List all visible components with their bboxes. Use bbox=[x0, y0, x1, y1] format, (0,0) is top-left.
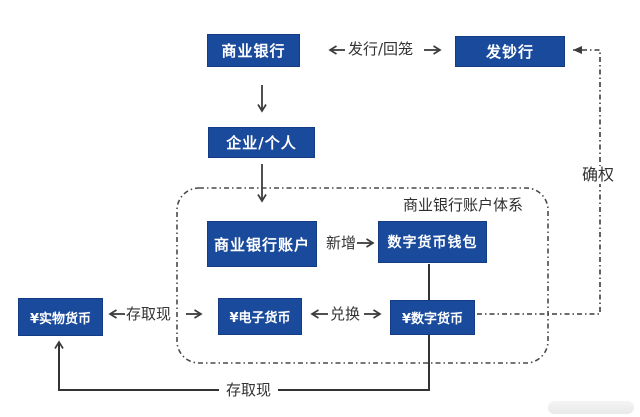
edge-label-exchange: 兑换 bbox=[330, 305, 361, 323]
edge-label-deposit-withdraw-bottom: 存取现 bbox=[219, 382, 279, 399]
account-system-container bbox=[176, 187, 549, 364]
node-enterprise-individual: 企业/个人 bbox=[208, 127, 315, 158]
edge-label-confirm-rights: 确权 bbox=[580, 165, 617, 184]
node-digital-currency-wallet: 数字货币钱包 bbox=[378, 221, 487, 263]
edge-label-issue-withdraw: 发行/回笼 bbox=[348, 40, 414, 58]
node-commercial-bank-account: 商业银行账户 bbox=[207, 221, 317, 267]
node-physical-currency: ¥实物货币 bbox=[18, 298, 103, 336]
background-artifact bbox=[548, 401, 634, 414]
node-electronic-currency: ¥电子货币 bbox=[218, 298, 302, 335]
edge-label-add-new: 新增 bbox=[326, 234, 357, 252]
node-digital-currency: ¥数字货币 bbox=[390, 300, 475, 335]
node-commercial-bank: 商业银行 bbox=[207, 34, 300, 67]
account-system-title: 商业银行账户体系 bbox=[403, 196, 524, 214]
edge-label-deposit-withdraw: 存取现 bbox=[126, 305, 172, 323]
node-issuing-bank: 发钞行 bbox=[455, 36, 565, 67]
